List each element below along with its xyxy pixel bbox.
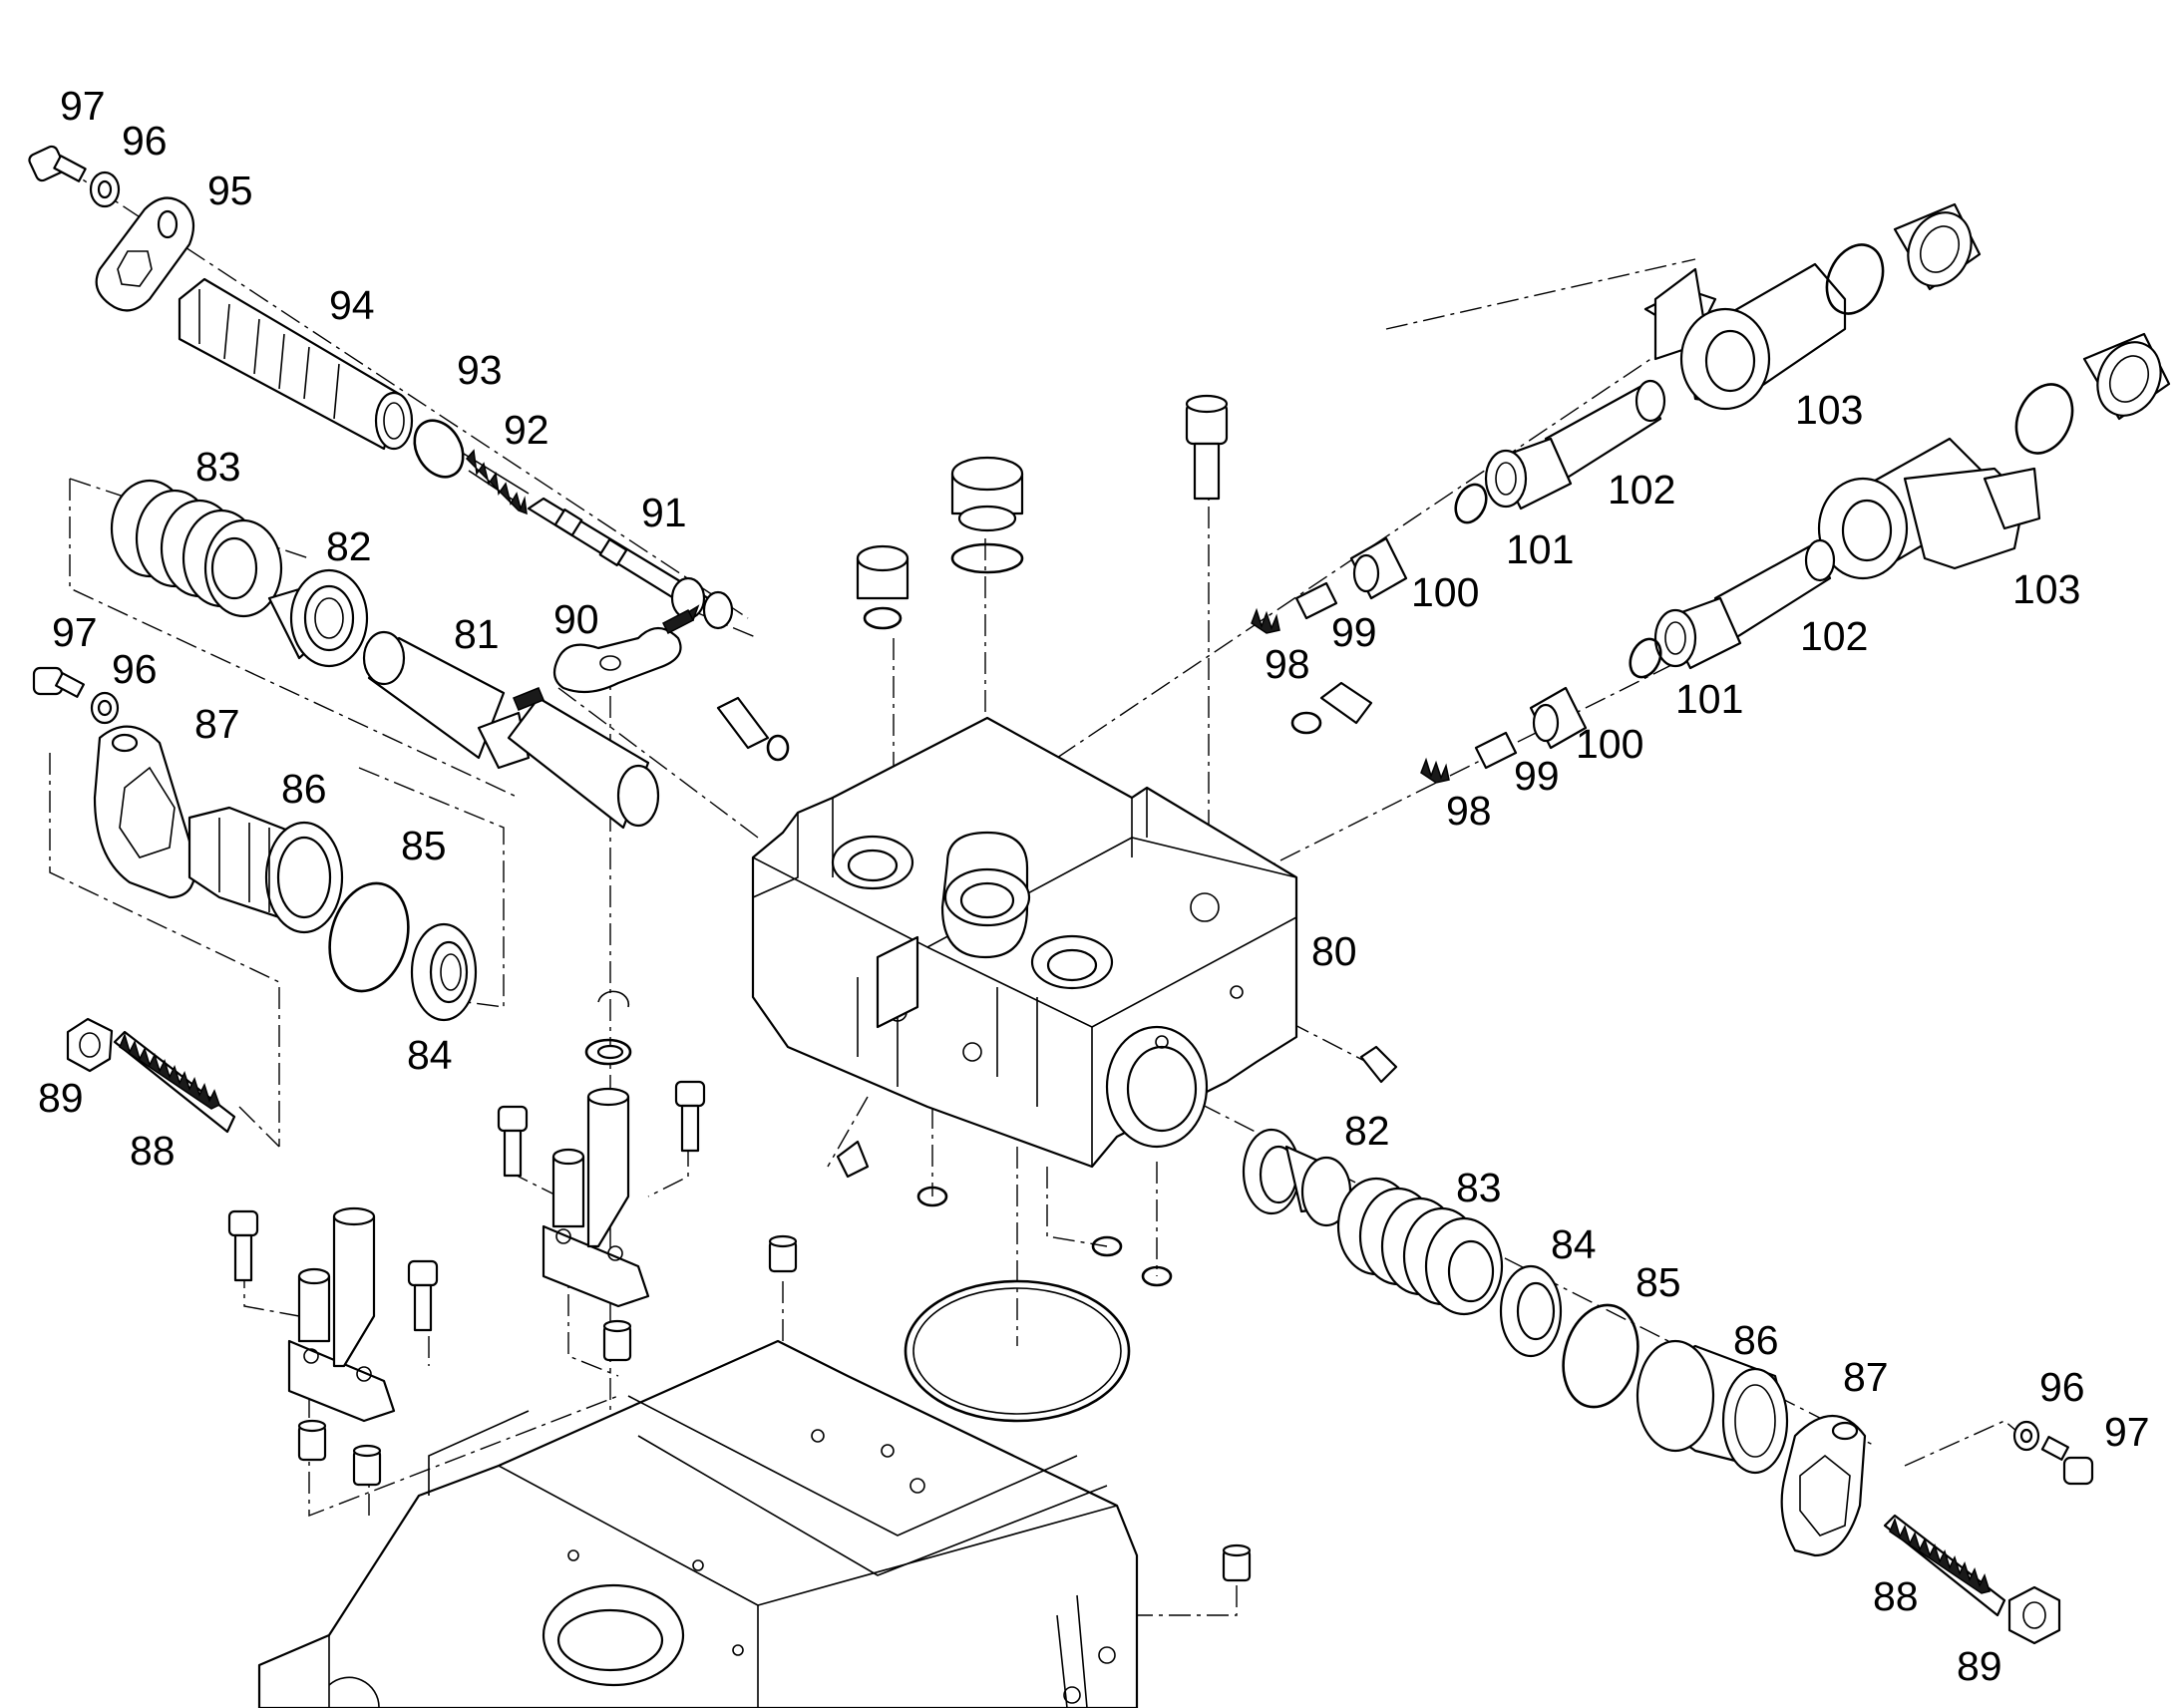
solenoid-lower bbox=[1420, 332, 2171, 784]
adjust-screw-left bbox=[66, 1017, 236, 1134]
callout-100-upper: 100 bbox=[1411, 569, 1479, 615]
callout-97-top: 97 bbox=[60, 83, 106, 129]
callout-84-left: 84 bbox=[407, 1032, 453, 1078]
spring-83 bbox=[110, 479, 283, 618]
callout-86-left: 86 bbox=[281, 766, 327, 812]
spring-92 bbox=[463, 449, 530, 515]
callout-83-right: 83 bbox=[1456, 1165, 1502, 1210]
callout-101-upper: 101 bbox=[1506, 526, 1574, 572]
screw-97-a bbox=[28, 145, 87, 182]
callout-102-lower: 102 bbox=[1800, 613, 1868, 659]
callout-84-right: 84 bbox=[1551, 1221, 1597, 1267]
callout-98-lower: 98 bbox=[1446, 788, 1492, 834]
callouts: 97 96 95 94 93 92 91 90 83 82 81 97 96 8… bbox=[38, 83, 2150, 1689]
callout-89-left: 89 bbox=[38, 1075, 84, 1121]
callout-103-lower: 103 bbox=[2012, 566, 2080, 612]
callout-96-mid: 96 bbox=[112, 646, 158, 692]
callout-102-upper: 102 bbox=[1608, 467, 1675, 512]
small-parts bbox=[584, 394, 1398, 1423]
callout-99-lower: 99 bbox=[1514, 753, 1560, 799]
callout-88-right: 88 bbox=[1873, 1573, 1919, 1619]
callout-90: 90 bbox=[553, 596, 599, 642]
callout-100-lower: 100 bbox=[1576, 721, 1643, 767]
callout-85-left: 85 bbox=[401, 823, 447, 868]
callout-85-right: 85 bbox=[1635, 1259, 1681, 1305]
callout-94: 94 bbox=[329, 282, 375, 328]
callout-81: 81 bbox=[454, 611, 500, 657]
pump-housing bbox=[257, 1339, 1139, 1708]
left-end-cap-assembly bbox=[32, 666, 478, 1022]
callout-97-mid: 97 bbox=[52, 609, 98, 655]
callout-91: 91 bbox=[641, 490, 687, 535]
callout-92: 92 bbox=[504, 407, 549, 453]
callout-101-lower: 101 bbox=[1675, 676, 1743, 722]
callout-103-upper: 103 bbox=[1795, 387, 1863, 433]
callout-93: 93 bbox=[457, 347, 503, 393]
spring-piston-group bbox=[110, 479, 700, 830]
callout-80: 80 bbox=[1311, 928, 1357, 974]
callout-82-right: 82 bbox=[1344, 1108, 1390, 1154]
callout-87-left: 87 bbox=[194, 701, 240, 747]
callout-89-right: 89 bbox=[1957, 1643, 2002, 1689]
callout-95: 95 bbox=[207, 168, 253, 213]
right-end-cap-assembly bbox=[1242, 1128, 2094, 1645]
solenoid-upper bbox=[1251, 202, 1982, 634]
mounting-brackets bbox=[227, 1080, 1252, 1582]
callout-88-left: 88 bbox=[130, 1128, 176, 1174]
callout-96-right: 96 bbox=[2039, 1364, 2085, 1410]
valve-block bbox=[751, 716, 1298, 1169]
spring-83-b bbox=[1336, 1177, 1504, 1316]
callout-96-top: 96 bbox=[122, 118, 168, 164]
callout-87-right: 87 bbox=[1843, 1354, 1889, 1400]
callout-83-top: 83 bbox=[195, 444, 241, 490]
callout-99-upper: 99 bbox=[1331, 609, 1377, 655]
callout-97-right: 97 bbox=[2104, 1409, 2150, 1455]
relief-valve-assembly bbox=[28, 145, 734, 630]
callout-82-top: 82 bbox=[326, 523, 372, 569]
callout-98-upper: 98 bbox=[1265, 641, 1310, 687]
callout-86-right: 86 bbox=[1733, 1317, 1779, 1363]
